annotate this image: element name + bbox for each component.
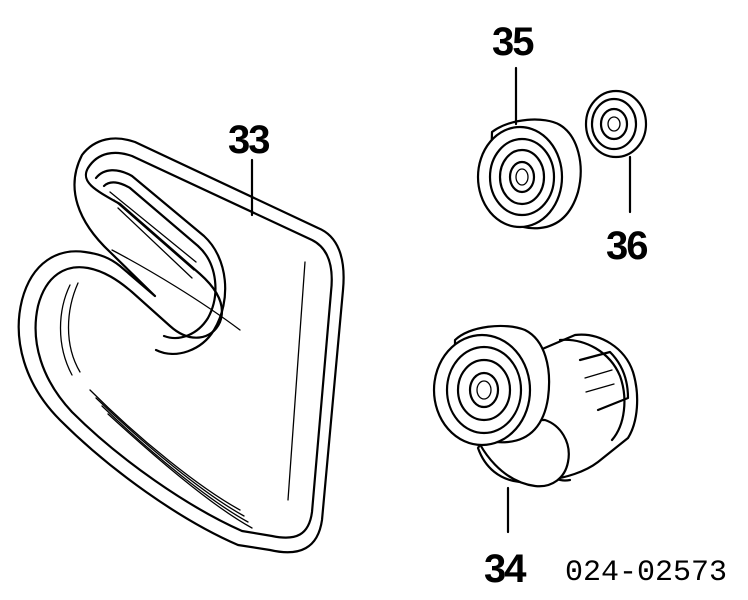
idler-pulley-icon bbox=[476, 66, 582, 230]
callout-35: 35 bbox=[492, 20, 534, 64]
callout-33: 33 bbox=[228, 118, 269, 162]
dust-cap-icon bbox=[584, 89, 648, 214]
diagram-code: 024-02573 bbox=[565, 556, 727, 590]
callout-34: 34 bbox=[484, 547, 527, 591]
serpentine-belt-icon bbox=[17, 137, 345, 554]
callout-36: 36 bbox=[606, 224, 647, 268]
belt-tensioner-icon bbox=[432, 324, 639, 534]
